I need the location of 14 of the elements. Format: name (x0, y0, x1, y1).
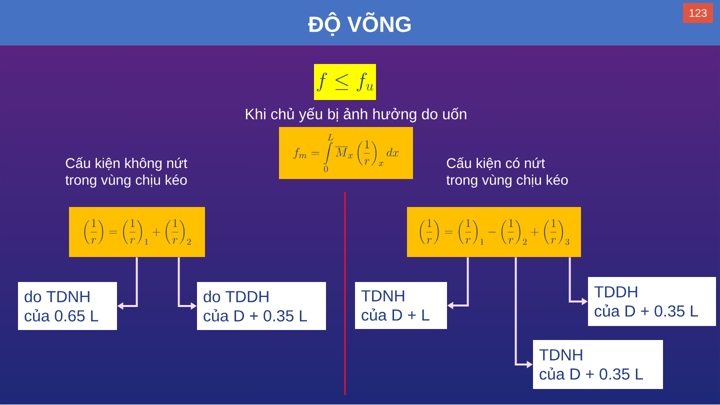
heading-text: Cấu kiện không nứt trong vùng chịu kéo (65, 157, 188, 188)
title-text: ĐỘ VÕNG (308, 12, 411, 36)
text-box: TDDH của D + 0.35 L (588, 277, 716, 326)
text-box: do TDDH của D + 0.35 L (197, 282, 326, 330)
formula-box: $f \le f_u$ (314, 64, 376, 100)
text-box: TDNH của D + 0.35 L (533, 340, 663, 389)
caption-text: Khi chủ yếu bị ảnh hưởng do uốn (246, 108, 466, 122)
page-number-badge: 123 (683, 3, 713, 23)
formula-box: $\left(\frac{1}{r}\right) = \left(\frac{1}{r}\right)_1 + \left(\frac{1}{r}\right)_2$ (69, 207, 205, 257)
formula-box: $f_m = \int\limits_0^L \overline{M}_x \left(\frac{1}{r}\right)_x dx$ (279, 127, 413, 179)
text-box: TDNH của D + L (355, 282, 447, 329)
formula-box: $\left(\frac{1}{r}\right) = \left(\frac{1}{r}\right)_1 - \left(\frac{1}{r}\right)_2 + \left(\frac{1}{r}\right)_3$ (407, 207, 581, 257)
heading-text: Cấu kiện có nứt trong vùng chịu kéo (446, 157, 568, 188)
text-box: do TDNH của 0.65 L (18, 282, 117, 330)
